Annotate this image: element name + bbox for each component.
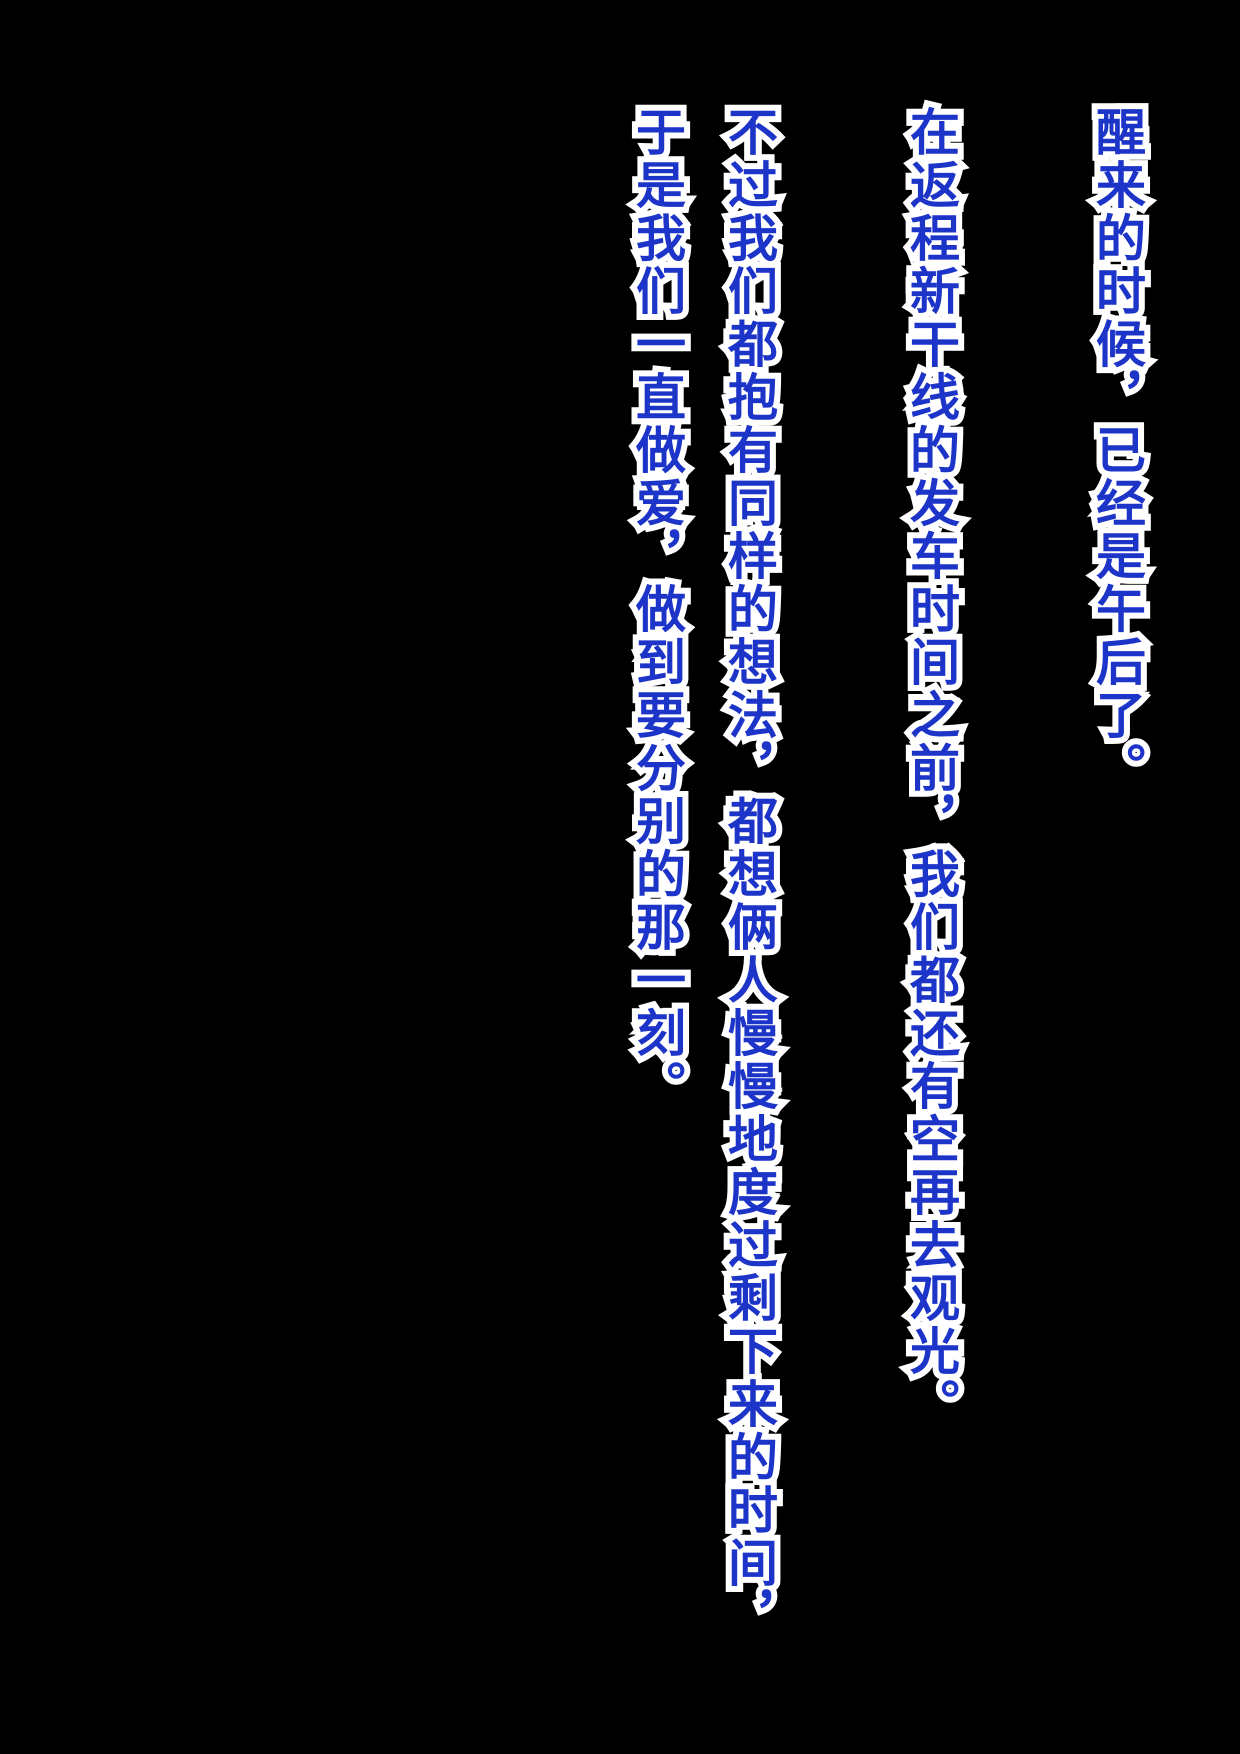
narration-line-1: 醒来的时候，已经是午后了。: [1082, 100, 1152, 801]
narration-line-4: 于是我们一直做爱，做到要分别的那一刻。: [622, 100, 692, 1119]
narration-line-2: 在返程新干线的发车时间之前，我们都还有空再去观光。: [896, 100, 966, 1437]
narration-line-3: 不过我们都抱有同样的想法，都想俩人慢慢地度过剩下来的时间，: [714, 100, 784, 1649]
